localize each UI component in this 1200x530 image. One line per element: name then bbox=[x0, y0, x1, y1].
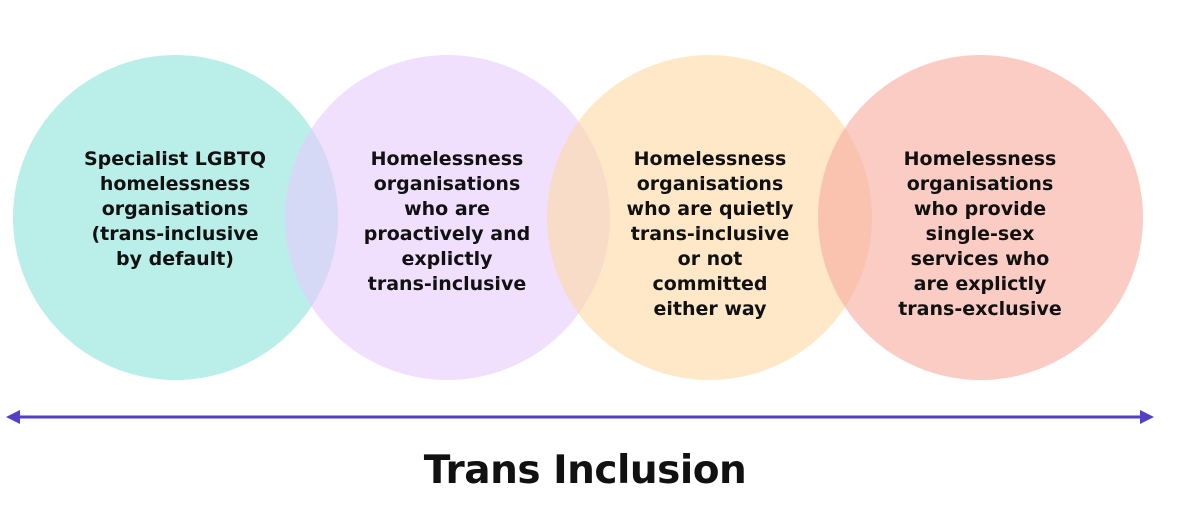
label-specialist-lgbtq: Specialist LGBTQ homelessness organisati… bbox=[83, 148, 267, 270]
label-quietly-inclusive: Homelessness organisations who are quiet… bbox=[626, 148, 794, 320]
circle-quietly-inclusive bbox=[547, 55, 872, 380]
arrow-left-head bbox=[6, 410, 20, 424]
circle-specialist-lgbtq bbox=[13, 55, 338, 380]
circle-trans-exclusive bbox=[818, 55, 1143, 380]
label-proactively-inclusive: Homelessness organisations who are proac… bbox=[363, 148, 531, 295]
label-trans-exclusive: Homelessness organisations who provide s… bbox=[898, 148, 1062, 320]
axis-title: Trans Inclusion bbox=[423, 448, 747, 493]
arrow-right-head bbox=[1140, 410, 1154, 424]
double-arrow-icon bbox=[6, 410, 1154, 424]
